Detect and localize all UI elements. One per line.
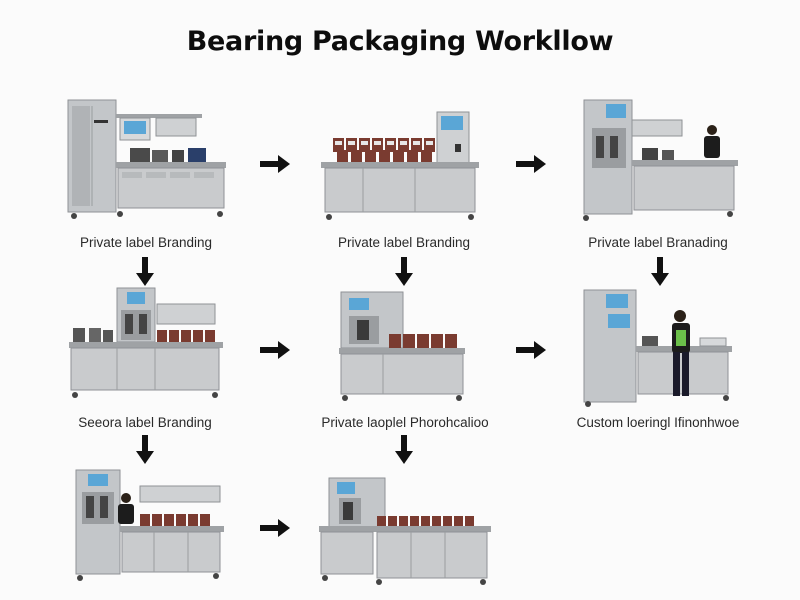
station-5 (335, 288, 475, 403)
arrow-right-icon (260, 155, 290, 173)
station-label: Private label Branding (337, 235, 471, 250)
arrow-down-icon (395, 435, 413, 464)
operator-workbench-illustration (583, 99, 738, 221)
arrow-right-icon (516, 155, 546, 173)
diagram-title: Bearing Packaging Workllow (186, 26, 614, 57)
cabinet-workbench-illustration (67, 99, 226, 219)
station-4 (65, 284, 230, 404)
station-1 (60, 92, 240, 227)
station-8 (315, 474, 495, 589)
arrow-down-icon (136, 435, 154, 464)
product-display-table-illustration (321, 111, 479, 220)
station-label: Custom loeringl Ifinonhwoe (576, 415, 740, 430)
station-label: Private label Branading (588, 235, 728, 250)
operator-station-illustration (583, 289, 732, 407)
arrow-down-icon (651, 257, 669, 286)
station-6 (580, 286, 740, 408)
station-2 (315, 100, 490, 225)
station-3 (578, 92, 748, 227)
arrow-down-icon (136, 257, 154, 286)
arrow-down-icon (395, 257, 413, 286)
filling-line-illustration (69, 287, 223, 398)
station-label: Private laoplel Phorohcalioo (321, 415, 489, 430)
arrow-right-icon (260, 519, 290, 537)
station-label: Seeora label Branding (78, 415, 212, 430)
final-packaging-table-illustration (319, 477, 491, 585)
station-7 (70, 466, 230, 584)
station-label: Private label Branding (79, 235, 213, 250)
operator-filling-line-illustration (75, 469, 224, 581)
arrow-right-icon (516, 341, 546, 359)
sealing-unit-illustration (339, 291, 465, 401)
arrow-right-icon (260, 341, 290, 359)
